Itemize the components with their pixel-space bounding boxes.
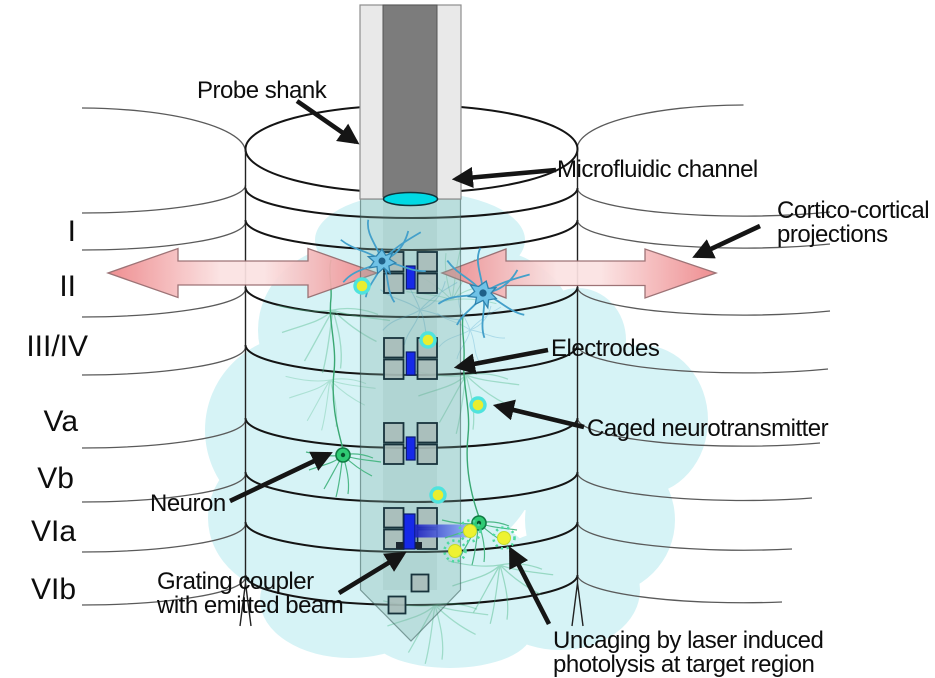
cortical-column-center (239, 104, 584, 627)
layer-label-Vb: Vb (37, 462, 74, 495)
electrodes-arrow (453, 347, 549, 375)
electrodes-label: Electrodes (551, 335, 660, 362)
electrode-site (405, 351, 416, 376)
cortical-column-left (81, 107, 247, 606)
electrode-group-layer-III-IV (383, 337, 438, 380)
microfluidic-channel-label: Microfluidic channel (557, 156, 758, 183)
projection-arrow-right (440, 248, 718, 299)
tip-pad-2 (387, 595, 407, 615)
cortico-cortical-label-line2: projections (777, 221, 888, 248)
electrode-site (405, 265, 416, 290)
layer-labels: I II III/IV Va Vb VIa VIb (26, 215, 88, 606)
probe-shank-label: Probe shank (197, 77, 328, 104)
electrode-group-layer-Va (383, 422, 438, 465)
uncaging-label-line2: photolysis at target region (553, 651, 814, 678)
layer-label-VIb: VIb (31, 573, 76, 606)
caged-dot-2 (419, 331, 437, 349)
layer-label-I: I (68, 215, 76, 248)
layer-label-II: II (59, 270, 76, 303)
uncaging-arrow (508, 546, 552, 626)
probe-shank (359, 4, 462, 207)
emitted-laser-beam (415, 524, 469, 538)
layer-label-VIa: VIa (31, 515, 76, 548)
cortico-cortical-arrow (692, 223, 761, 259)
projection-arrows (106, 247, 718, 299)
grating-coupler (403, 513, 416, 550)
neuron-label: Neuron (150, 490, 226, 517)
cortical-column-right (576, 104, 831, 604)
caged-neurotransmitter-arrow (492, 399, 585, 430)
electrode-array (383, 251, 438, 615)
layer-label-III-IV: III/IV (26, 330, 88, 363)
caged-dot-3 (469, 396, 487, 414)
grating-coupler-label-line2: with emitted beam (156, 592, 343, 619)
cortico-cortical-label-line1: Cortico-cortical (777, 197, 929, 224)
apical-dendrite-right (461, 315, 480, 518)
grating-coupler-arrow (337, 551, 407, 595)
channel-outlet (382, 191, 439, 207)
caged-neurotransmitter-dots (353, 277, 487, 504)
annotation-labels: Probe shank Microfluidic channel Cortico… (150, 77, 930, 678)
microfluidic-channel-bore (382, 4, 438, 198)
caged-neurotransmitter-label: Caged neurotransmitter (587, 415, 829, 442)
tip-pad-1 (410, 573, 430, 593)
electrode-site (405, 436, 416, 461)
neuron-arrow (229, 451, 333, 504)
caged-dot-1 (353, 277, 371, 295)
electrode-group-layer-II (383, 251, 438, 294)
microfluidic-channel-arrow (451, 166, 557, 189)
uncaging-label-line1: Uncaging by laser induced (553, 627, 823, 654)
caged-dot-4 (429, 486, 447, 504)
annotation-arrows (229, 99, 761, 626)
probe-shank-arrow (295, 99, 360, 145)
grating-coupler-label-line1: Grating coupler (157, 568, 314, 595)
layer-label-Va: Va (44, 405, 79, 438)
